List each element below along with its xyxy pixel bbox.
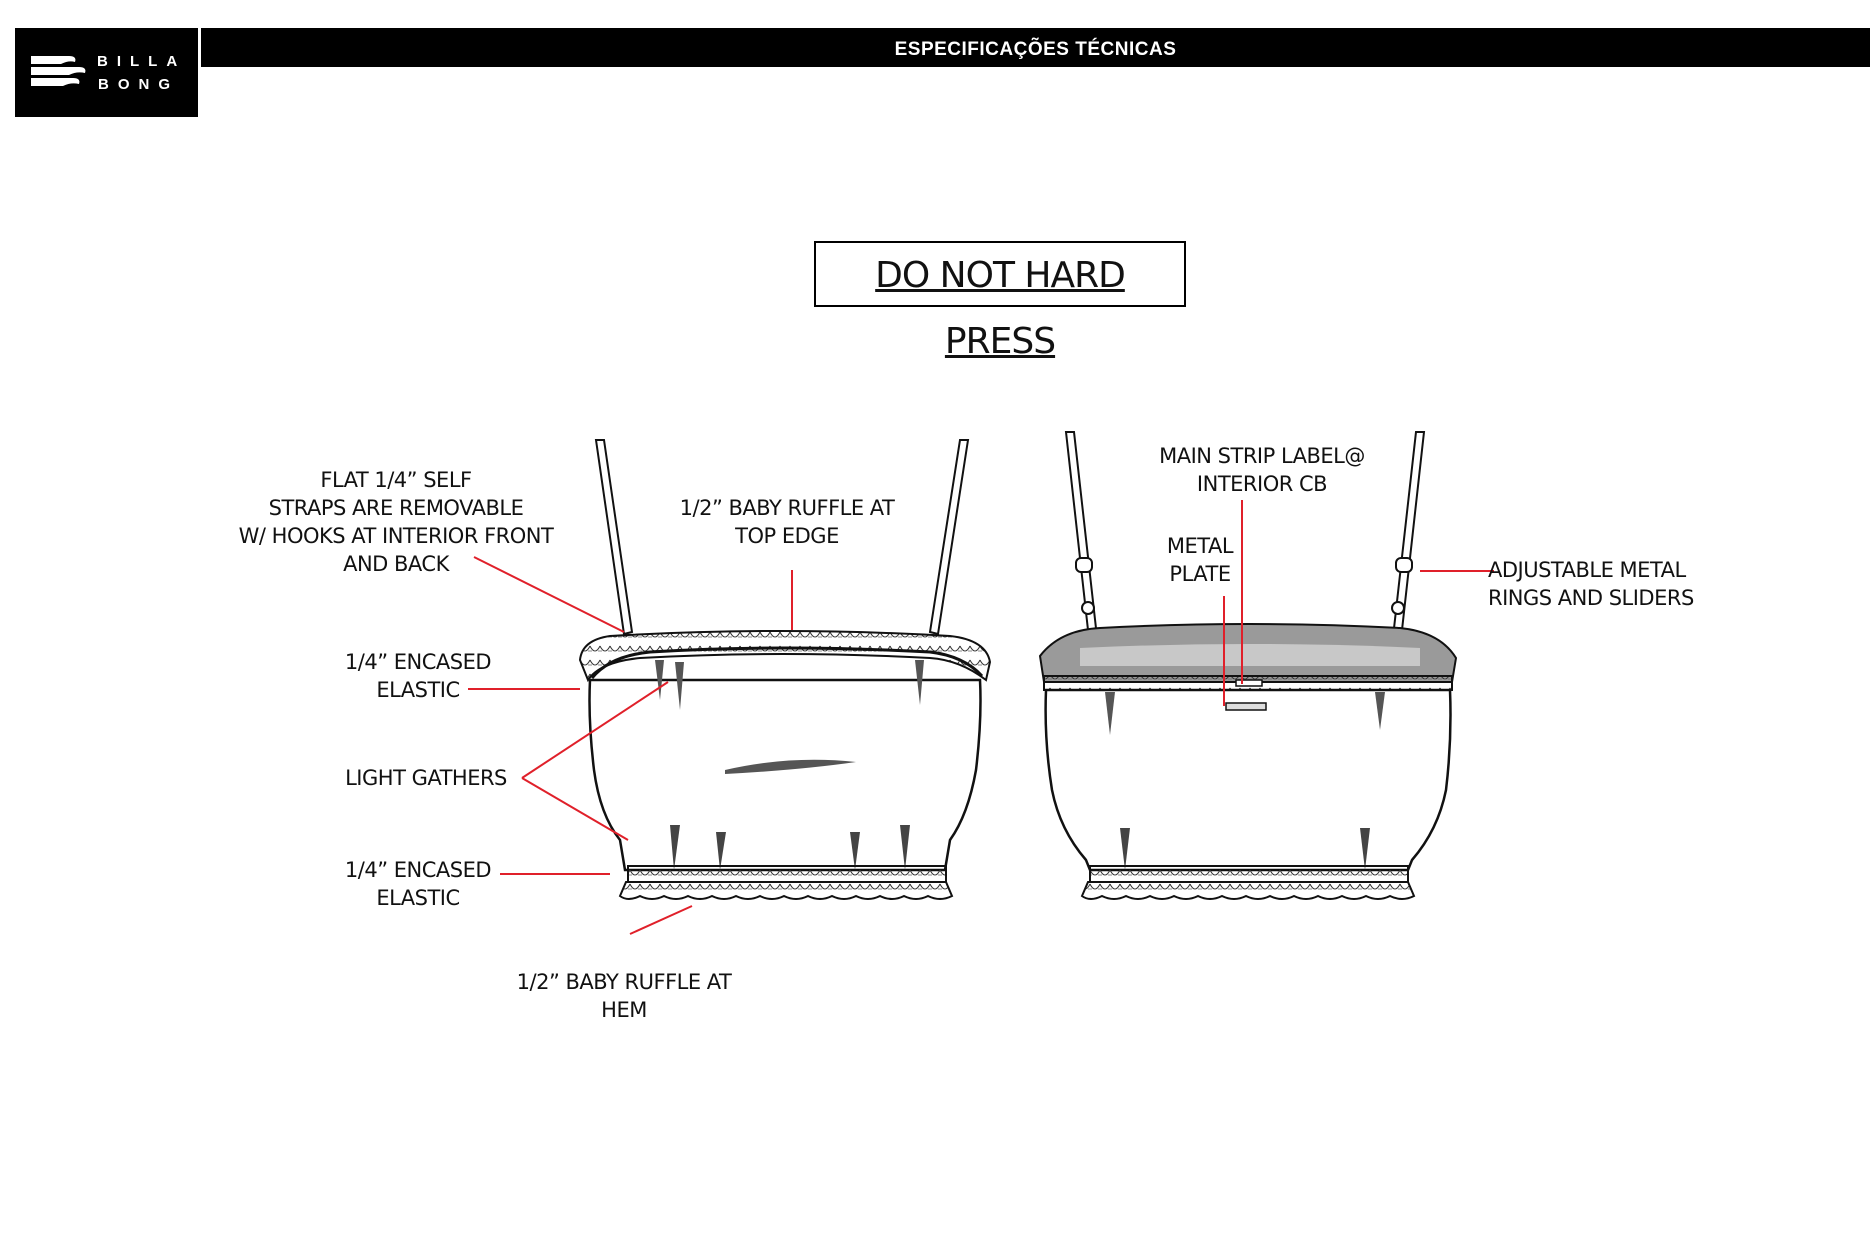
front-body: [588, 678, 982, 872]
brand-line-1: BILLA: [97, 53, 187, 70]
callout-straps-line-3: W/ HOOKS AT INTERIOR FRONT: [238, 524, 554, 548]
callout-straps-line-4: AND BACK: [343, 552, 449, 576]
callout-top-elastic-line-2: ELASTIC: [376, 678, 460, 702]
metal-plate: [1225, 702, 1267, 711]
front-view: [578, 439, 992, 900]
left-slider-icon: [1075, 557, 1093, 573]
callout-top-ruffle: 1/2” BABY RUFFLE AT TOP EDGE: [672, 494, 902, 550]
back-hem-elastic: [1089, 865, 1409, 883]
brand-logo: BILLA BONG: [15, 28, 198, 117]
callout-plate: METAL PLATE: [1150, 532, 1250, 588]
callout-hem-ruffle-line-1: 1/2” BABY RUFFLE AT: [516, 970, 732, 994]
pressing-warning: DO NOT HARD PRESS: [814, 241, 1186, 362]
right-slider-icon: [1395, 557, 1413, 573]
callout-straps: FLAT 1/4” SELF STRAPS ARE REMOVABLE W/ H…: [226, 466, 566, 578]
left-ring-icon: [1081, 601, 1095, 615]
callout-hem-elastic: 1/4” ENCASED ELASTIC: [338, 856, 498, 912]
back-view: [1038, 431, 1458, 900]
page-title: ESPECIFICAÇÕES TÉCNICAS: [894, 39, 1177, 60]
callout-hem-elastic-line-2: ELASTIC: [376, 886, 460, 910]
callout-rings: ADJUSTABLE METAL RINGS AND SLIDERS: [1488, 556, 1708, 612]
front-strap-left: [594, 439, 634, 636]
callout-rings-line-2: RINGS AND SLIDERS: [1488, 586, 1694, 610]
callout-lines: [468, 500, 1494, 935]
callout-gathers-line-1: LIGHT GATHERS: [345, 766, 507, 790]
callout-top-elastic-line-1: 1/4” ENCASED: [344, 650, 492, 674]
callout-label: MAIN STRIP LABEL@ INTERIOR CB: [1140, 442, 1384, 498]
callout-straps-line-2: STRAPS ARE REMOVABLE: [268, 496, 524, 520]
callout-top-ruffle-line-1: 1/2” BABY RUFFLE AT: [679, 496, 895, 520]
callout-label-line-1: MAIN STRIP LABEL@: [1159, 444, 1365, 468]
callout-top-ruffle-line-2: TOP EDGE: [735, 524, 839, 548]
front-hem-elastic: [627, 865, 947, 883]
callout-rings-line-1: ADJUSTABLE METAL: [1488, 558, 1686, 582]
header-bar: ESPECIFICAÇÕES TÉCNICAS: [201, 28, 1870, 67]
callout-hem-elastic-line-1: 1/4” ENCASED: [344, 858, 492, 882]
back-hem-ruffle: [1080, 881, 1416, 900]
front-top-ruffle: [578, 630, 992, 683]
brand-line-2: BONG: [98, 76, 179, 93]
callout-label-line-2: INTERIOR CB: [1196, 472, 1328, 496]
callout-plate-line-2: PLATE: [1169, 562, 1231, 586]
main-strip-label: [1235, 679, 1263, 687]
callout-hem-ruffle: 1/2” BABY RUFFLE AT HEM: [510, 968, 738, 1024]
right-ring-icon: [1391, 601, 1405, 615]
callout-top-elastic: 1/4” ENCASED ELASTIC: [338, 648, 498, 704]
callout-hem-ruffle-line-2: HEM: [601, 998, 647, 1022]
front-hem-ruffle: [618, 881, 954, 900]
callout-straps-line-1: FLAT 1/4” SELF: [320, 468, 472, 492]
callout-gathers: LIGHT GATHERS: [336, 764, 516, 792]
back-body: [1044, 688, 1452, 872]
wave-logo-icon: [31, 56, 86, 86]
callout-plate-line-1: METAL: [1166, 534, 1234, 558]
front-strap-right: [928, 439, 970, 636]
